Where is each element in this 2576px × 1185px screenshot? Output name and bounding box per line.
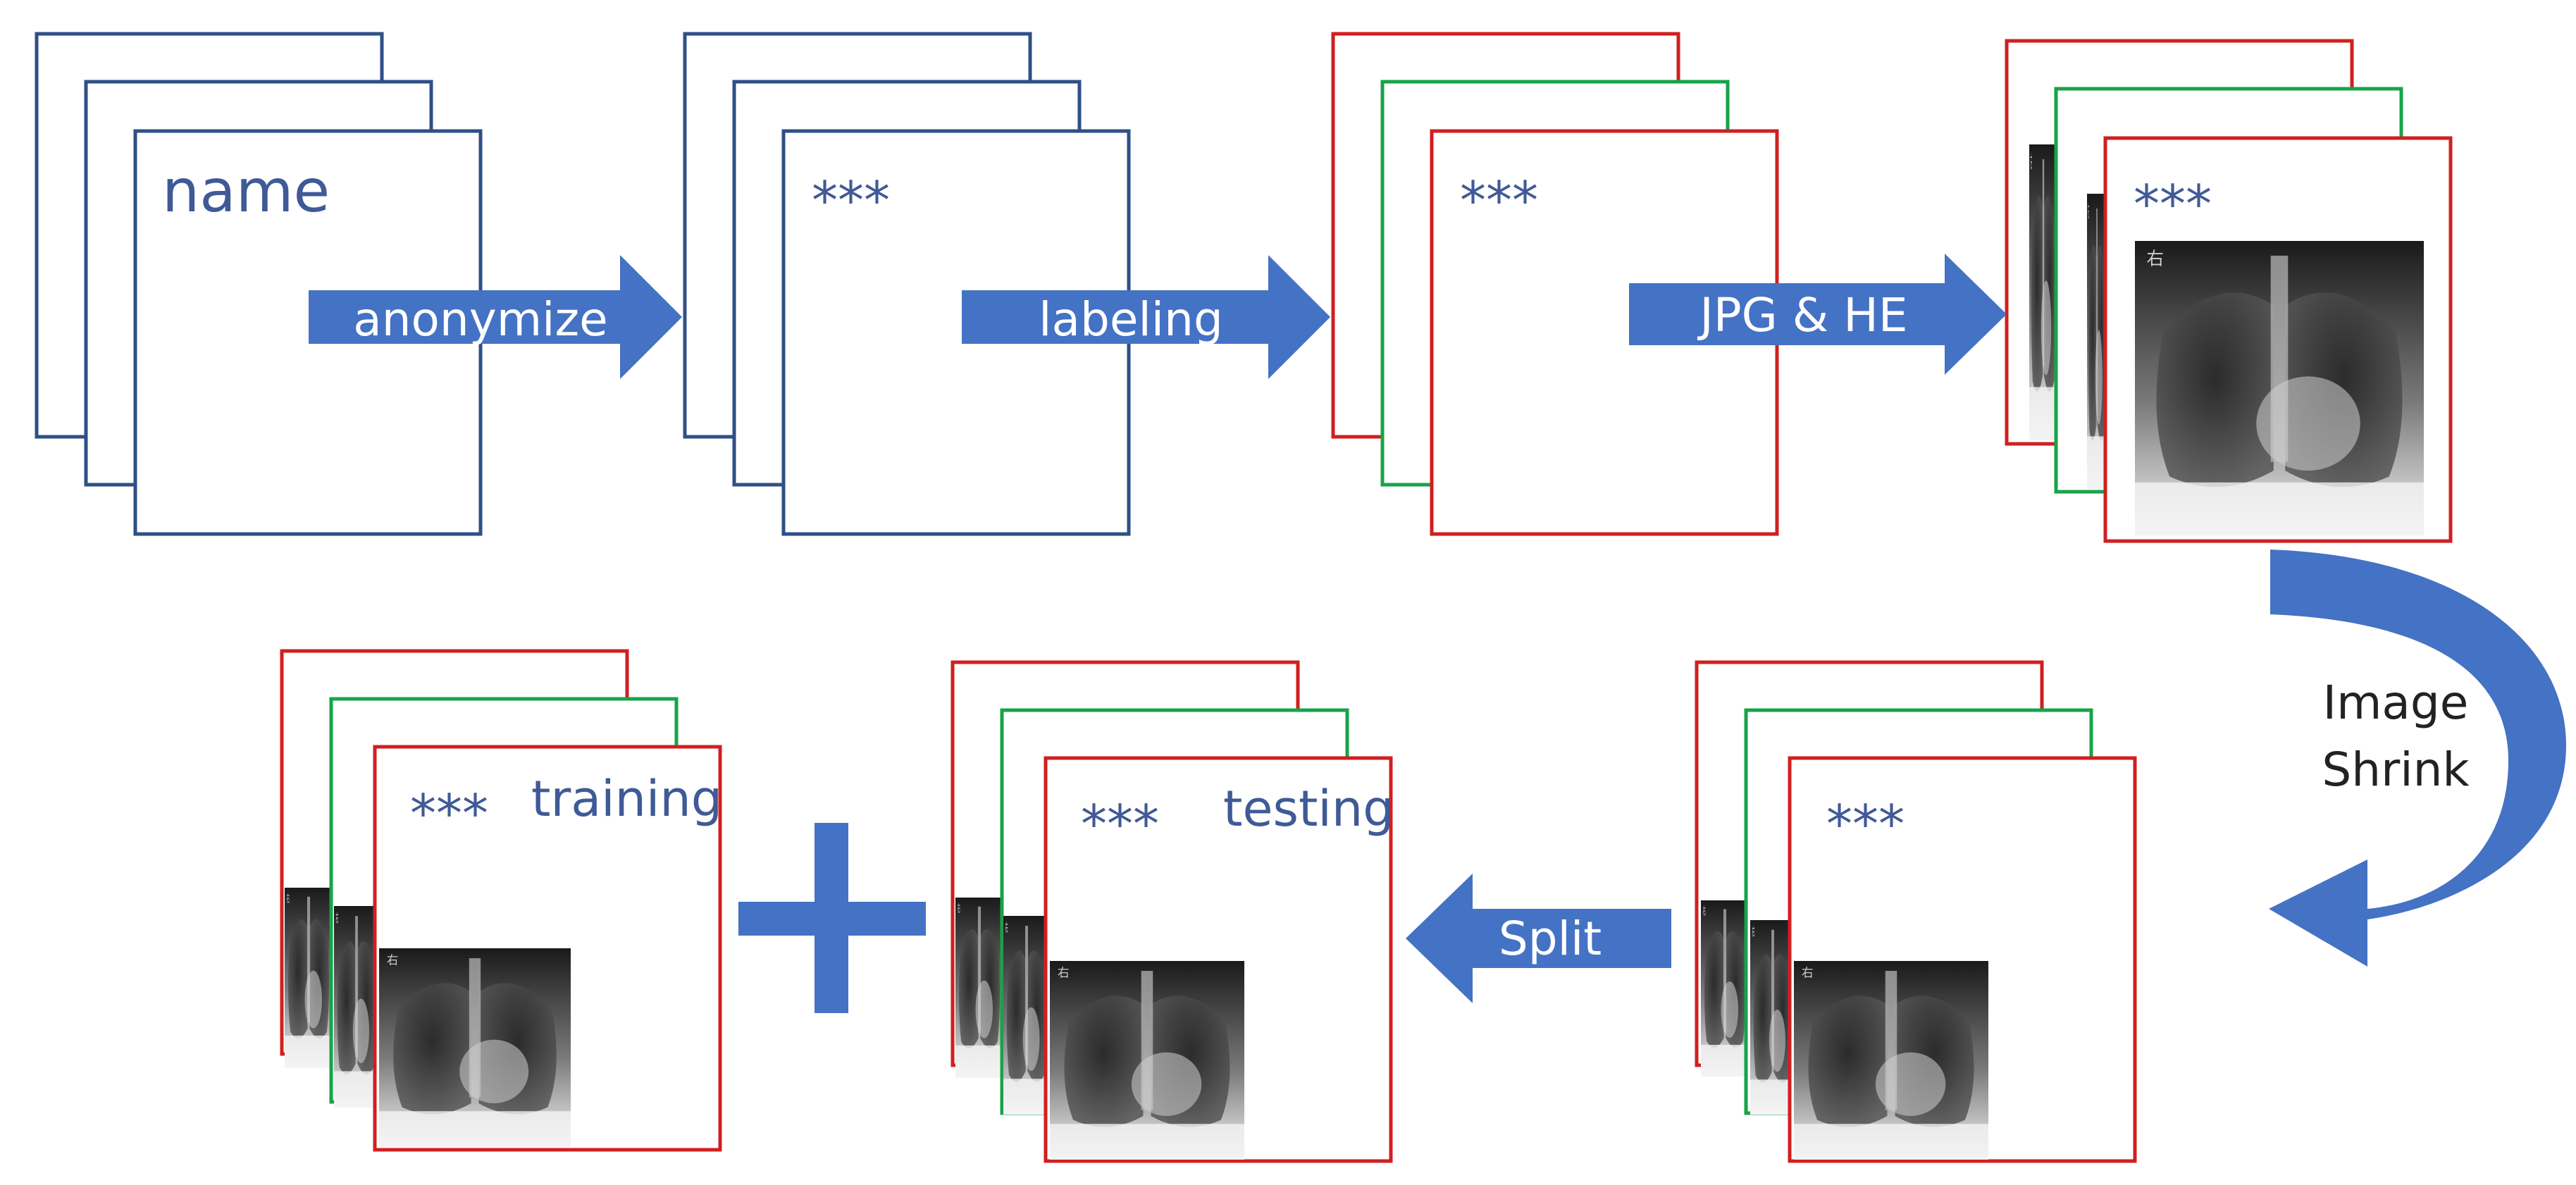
stage-original-label: name [162, 156, 330, 225]
stage-shrunk-stack: *** [1695, 660, 2137, 1163]
chest-xray-image [2135, 241, 2424, 535]
chest-xray-image [1794, 961, 1988, 1160]
stage-labeled-stack: *** [1331, 32, 1779, 536]
stage-original-stack: name [35, 32, 483, 536]
stage-testing-label: *** [1081, 794, 1159, 855]
stage-anonymized-stack: *** [683, 32, 1131, 536]
arrow-image-shrink: Image Shrink [2269, 550, 2566, 967]
arrow-shrink-label-line2: Shrink [2322, 743, 2470, 797]
stage-anonymized-label: *** [812, 170, 890, 231]
stage-shrunk-label: *** [1826, 794, 1905, 855]
arrow-jpg-he: JPG & HE [1629, 254, 2007, 375]
chest-xray-image [1050, 961, 1244, 1160]
arrow-split: Split [1406, 874, 1671, 1003]
stage-training-tag: training [531, 770, 722, 828]
stage-converted-stack: *** [2005, 39, 2453, 543]
arrow-jpg-he-label: JPG & HE [1697, 288, 1907, 342]
stage-labeled-label: *** [1460, 170, 1538, 231]
stage-testing-tag: testing [1223, 780, 1394, 838]
stage-testing-stack: *** testing [950, 660, 1394, 1163]
arrow-anonymize: anonymize [309, 255, 682, 379]
stage-converted-label: *** [2134, 174, 2212, 235]
arrow-split-label: Split [1499, 912, 1602, 966]
plus-icon [738, 823, 926, 1013]
chest-xray-image [379, 948, 571, 1147]
arrow-shrink-label-line1: Image [2323, 676, 2469, 730]
stage-training-label: *** [410, 783, 488, 844]
arrow-labeling-label: labeling [1039, 292, 1223, 347]
stage-training-stack: *** training [280, 649, 722, 1152]
arrow-anonymize-label: anonymize [353, 292, 607, 347]
arrow-labeling: labeling [962, 255, 1330, 379]
